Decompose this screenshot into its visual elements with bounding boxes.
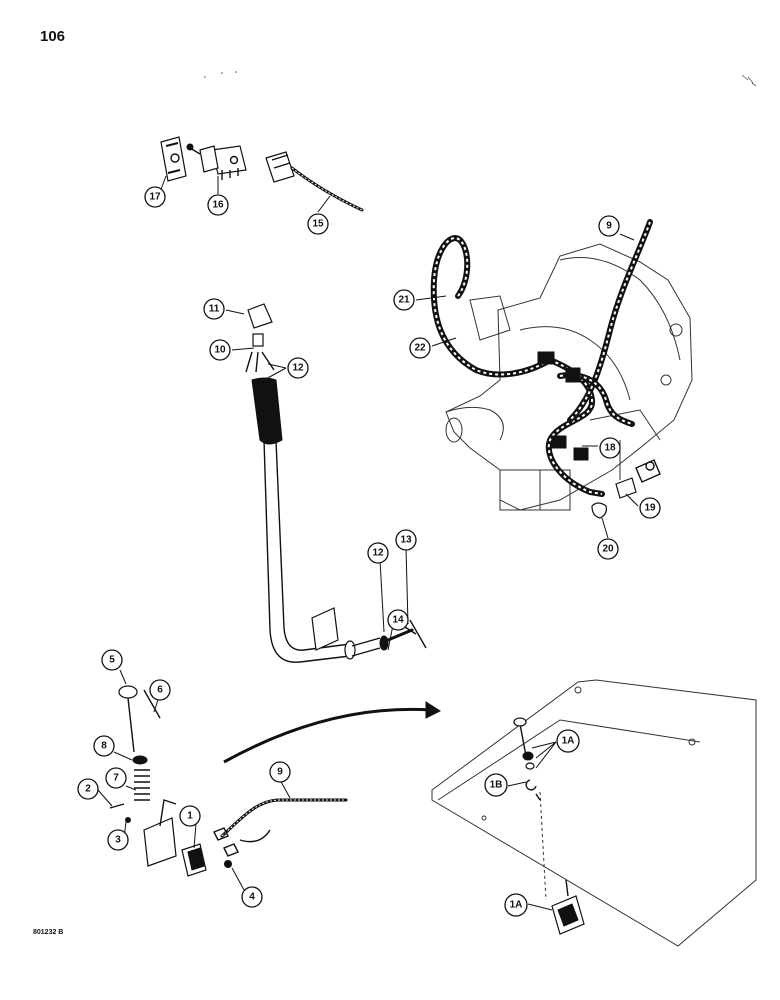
pressure-switch <box>591 502 607 519</box>
callout-15: 15 <box>307 213 329 235</box>
callout-1a-hardware: 1A <box>556 729 580 753</box>
svg-text:17: 17 <box>149 192 161 203</box>
floor-plate-hardware <box>513 717 585 935</box>
svg-text:10: 10 <box>214 345 226 356</box>
callout-19: 19 <box>639 497 661 519</box>
callout-12-lever: 12 <box>287 357 309 379</box>
callout-21: 21 <box>393 289 415 311</box>
svg-text:1A: 1A <box>562 736 575 747</box>
seat-switch-harness <box>213 798 348 857</box>
callout-1b: 1B <box>484 773 508 797</box>
svg-text:5: 5 <box>109 655 115 666</box>
svg-text:4: 4 <box>249 892 255 903</box>
decal-plate <box>160 136 187 182</box>
callout-8: 8 <box>93 735 115 757</box>
toggle-switch <box>186 143 247 180</box>
svg-text:15: 15 <box>312 219 324 230</box>
callout-leaders <box>97 175 639 911</box>
svg-text:18: 18 <box>604 443 616 454</box>
callout-16: 16 <box>207 194 229 216</box>
svg-text:12: 12 <box>292 363 304 374</box>
callout-2: 2 <box>77 778 99 800</box>
callout-7: 7 <box>105 767 127 789</box>
shift-lever <box>245 303 427 663</box>
callout-14: 14 <box>387 609 409 631</box>
callout-20: 20 <box>597 538 619 560</box>
plunger-assembly <box>109 685 161 823</box>
callout-3: 3 <box>107 829 129 851</box>
svg-text:6: 6 <box>157 685 163 696</box>
transmission-wiring-harness <box>430 219 653 497</box>
floor-plate <box>431 679 757 947</box>
svg-text:13: 13 <box>400 535 412 546</box>
svg-text:22: 22 <box>414 343 426 354</box>
svg-text:12: 12 <box>372 548 384 559</box>
svg-text:1: 1 <box>187 811 193 822</box>
callout-18: 18 <box>599 437 621 459</box>
svg-text:9: 9 <box>277 767 283 778</box>
svg-text:1B: 1B <box>490 780 503 791</box>
callout-22: 22 <box>409 337 431 359</box>
callout-13: 13 <box>395 529 417 551</box>
svg-text:14: 14 <box>392 615 404 626</box>
temperature-sender <box>615 459 661 499</box>
scan-specks <box>204 71 757 87</box>
callout-5: 5 <box>101 649 123 671</box>
svg-text:20: 20 <box>602 544 614 555</box>
svg-text:21: 21 <box>398 295 410 306</box>
seat-switch-bracket <box>143 799 232 877</box>
callout-9-seat: 9 <box>269 761 291 783</box>
callout-1a-switch: 1A <box>504 893 528 917</box>
drawing-code: 801232 B <box>33 929 64 936</box>
svg-text:19: 19 <box>644 503 656 514</box>
svg-text:2: 2 <box>85 784 91 795</box>
page-number: 106 <box>40 28 66 45</box>
svg-text:16: 16 <box>212 200 224 211</box>
svg-text:11: 11 <box>209 304 220 315</box>
callout-9-transmission: 9 <box>598 215 620 237</box>
location-arrow <box>223 701 442 764</box>
svg-text:1A: 1A <box>510 900 523 911</box>
callout-4: 4 <box>241 886 263 908</box>
switch-harness-connector <box>265 151 364 212</box>
svg-text:7: 7 <box>113 773 119 784</box>
svg-text:8: 8 <box>101 741 107 752</box>
svg-text:9: 9 <box>606 221 612 232</box>
callout-17: 17 <box>144 186 166 208</box>
callout-11: 11 <box>203 298 225 320</box>
svg-text:3: 3 <box>115 835 121 846</box>
callout-6: 6 <box>149 679 171 701</box>
callout-1: 1 <box>179 805 201 827</box>
callout-12-cable: 12 <box>367 542 389 564</box>
callout-10: 10 <box>209 339 231 361</box>
